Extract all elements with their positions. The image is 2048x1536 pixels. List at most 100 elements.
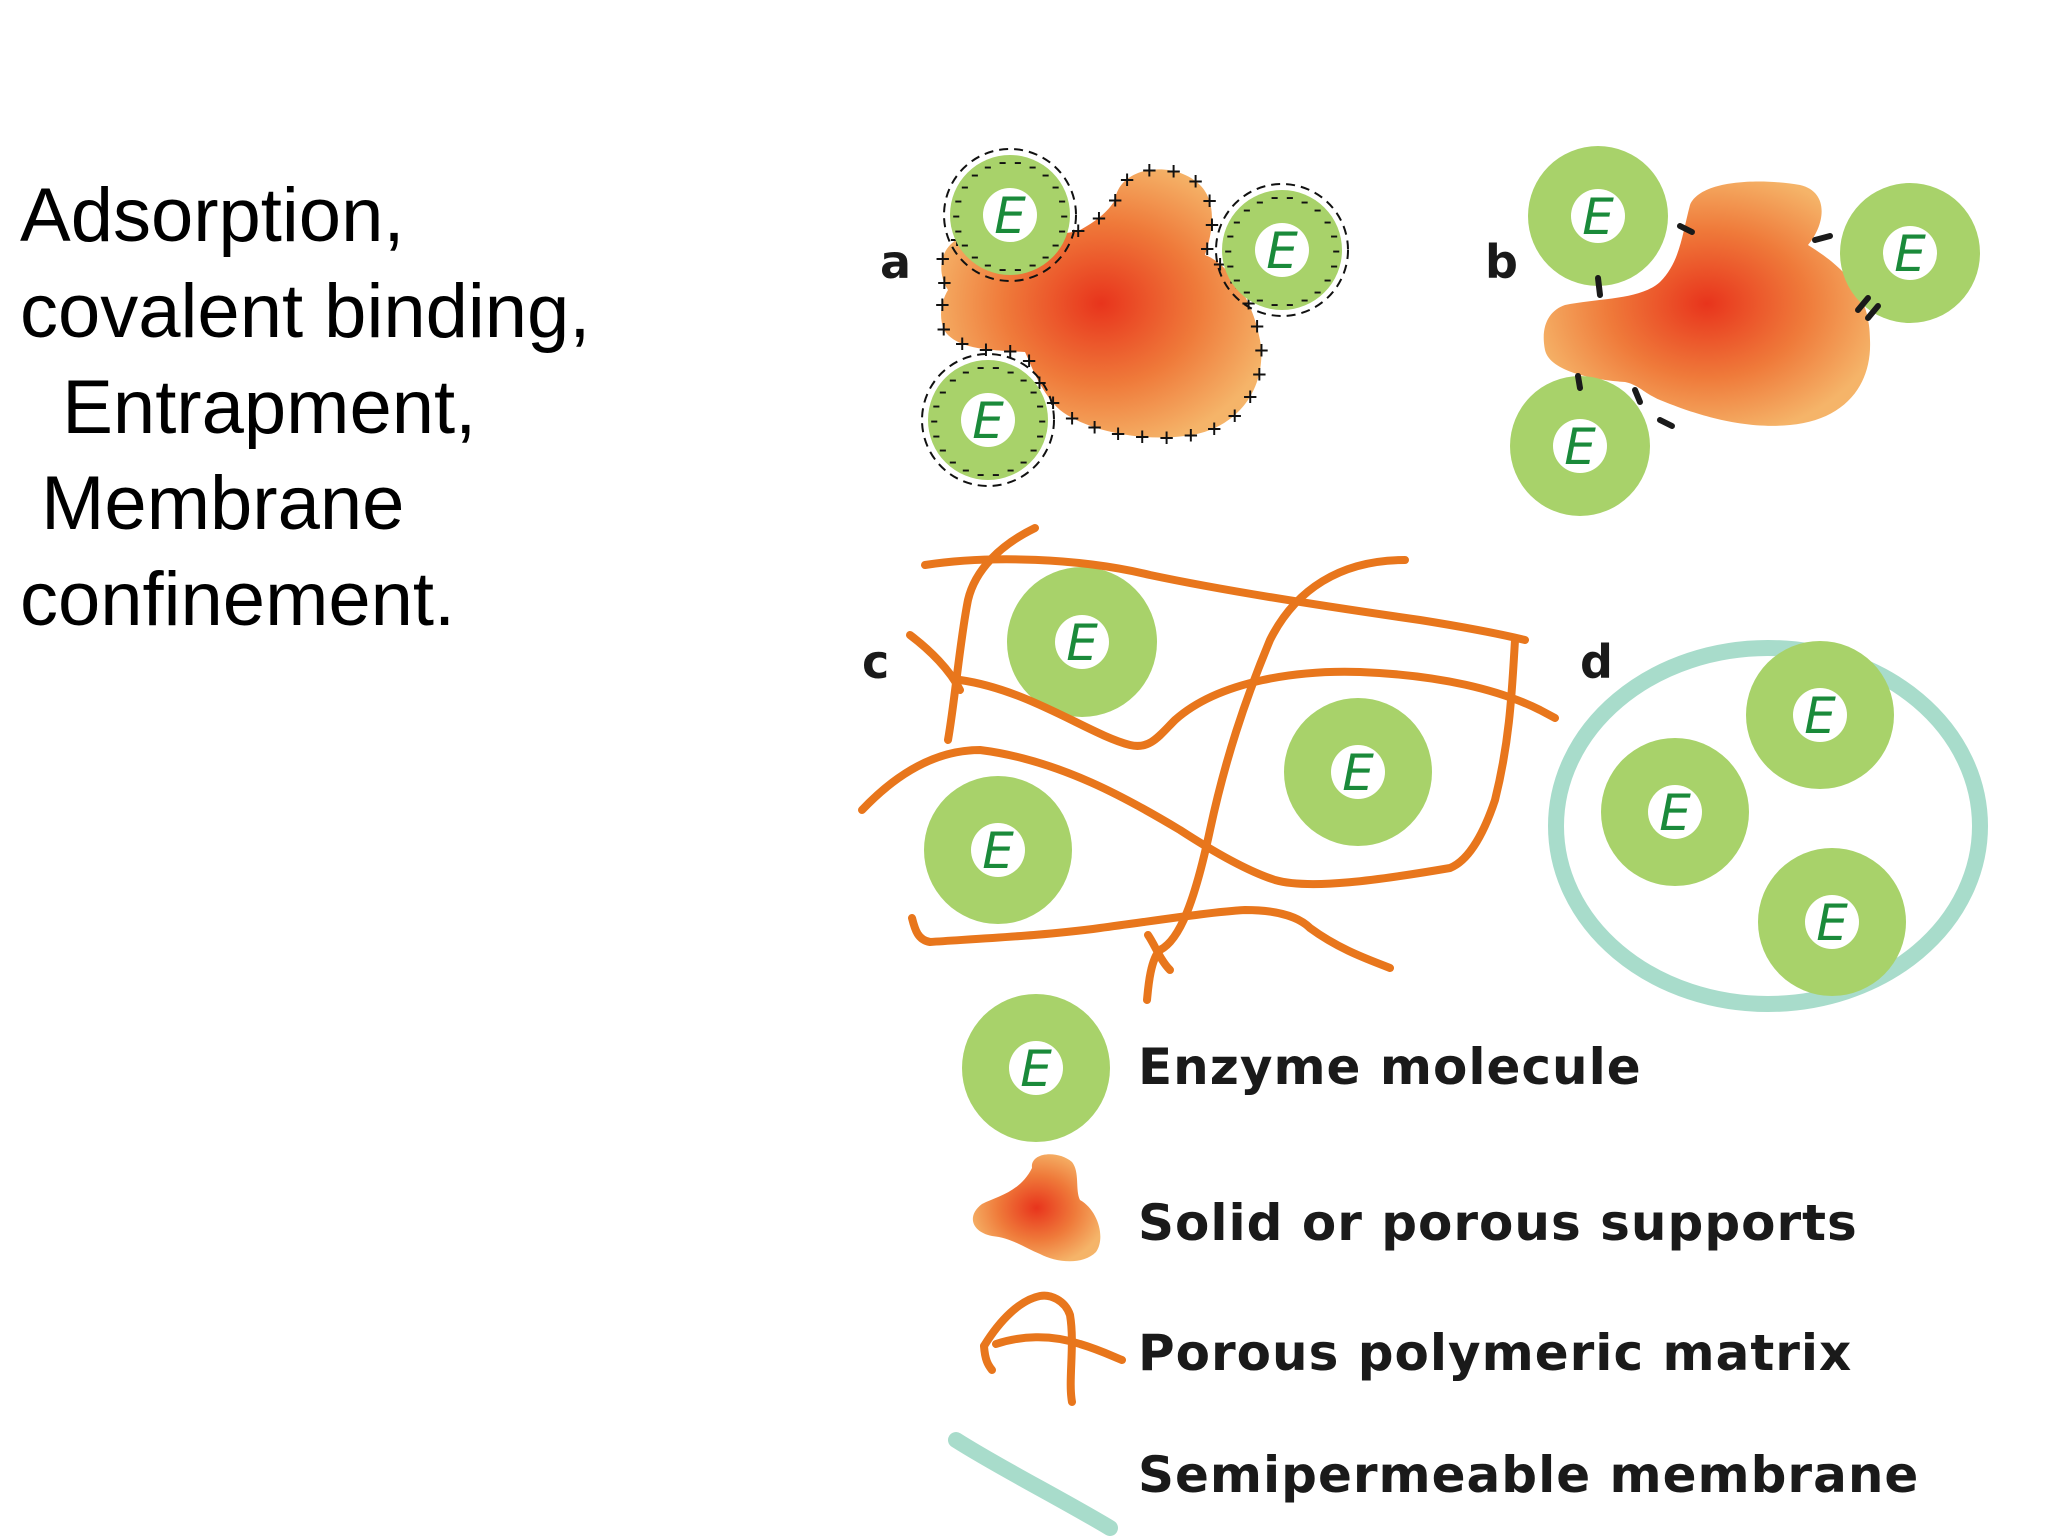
panel-d-membrane-confinement: d E E E	[1548, 635, 1988, 1012]
negative-charge: -	[1055, 186, 1069, 214]
enzyme-letter: E	[1816, 894, 1848, 952]
legend-label-enzyme: Enzyme molecule	[1138, 1038, 1642, 1096]
positive-charge: +	[1166, 157, 1180, 185]
negative-charge: -	[1011, 254, 1025, 282]
negative-charge: -	[1240, 277, 1254, 305]
slide-text: Adsorption, covalent binding, Entrapment…	[20, 168, 590, 648]
enzyme-letter: E	[1894, 225, 1926, 283]
svg-text:E: E	[1020, 1040, 1052, 1098]
negative-charge: -	[1297, 187, 1311, 215]
negative-charge: -	[959, 455, 973, 483]
negative-charge: -	[936, 435, 950, 463]
enzyme-letter: E	[994, 187, 1026, 245]
negative-charge: -	[1221, 236, 1235, 264]
negative-charge: -	[946, 447, 960, 475]
enzyme-letter: E	[1804, 687, 1836, 745]
negative-charge: -	[981, 250, 995, 278]
negative-charge: -	[1033, 421, 1047, 449]
enzyme-c1: E	[1007, 567, 1157, 717]
enzyme-a3: E	[921, 353, 1055, 487]
enzyme-a2: E	[1215, 183, 1349, 317]
text-line-adsorption: Adsorption,	[20, 173, 405, 258]
negative-charge: -	[1283, 289, 1297, 317]
positive-charge: +	[937, 315, 951, 343]
polymeric-matrix-c	[858, 524, 1559, 1004]
panel-label-c: c	[862, 635, 889, 689]
positive-charge: +	[1111, 419, 1125, 447]
negative-charge: -	[1267, 183, 1281, 211]
negative-charge: -	[1048, 172, 1062, 200]
negative-charge: -	[1057, 201, 1071, 229]
negative-charge: -	[989, 353, 1003, 381]
negative-charge: -	[936, 377, 950, 405]
legend-support-icon	[972, 1154, 1101, 1262]
enzyme-b1: E	[1528, 146, 1668, 286]
positive-charge: +	[935, 245, 949, 273]
panel-a-adsorption: a ++++++++++++++++++++++++++++++++++++++…	[880, 148, 1349, 487]
panel-c-entrapment: c E E E	[858, 524, 1559, 1004]
negative-charge: -	[1016, 365, 1030, 393]
solid-support-b	[1543, 181, 1871, 426]
panel-b-covalent-binding: b E E E	[1485, 146, 1980, 516]
legend-membrane-icon	[948, 1432, 1118, 1536]
enzyme-c3: E	[924, 776, 1072, 924]
negative-charge: -	[946, 365, 960, 393]
negative-charge: -	[951, 216, 965, 244]
positive-charge: +	[1188, 167, 1202, 195]
positive-charge: +	[1254, 336, 1268, 364]
positive-charge: +	[1207, 414, 1221, 442]
negative-charge: -	[1327, 221, 1341, 249]
text-line-confinement: confinement.	[20, 557, 456, 642]
legend-matrix-icon	[980, 1291, 1126, 1406]
enzyme-letter: E	[1266, 222, 1298, 280]
text-line-entrapment: Entrapment,	[20, 365, 477, 450]
negative-charge: -	[949, 201, 963, 229]
negative-charge: -	[1038, 160, 1052, 188]
positive-charge: +	[1003, 337, 1017, 365]
positive-charge: +	[1159, 423, 1173, 451]
covalent-bonds-b	[1575, 223, 1881, 429]
negative-charge: -	[958, 230, 972, 258]
text-line-covalent-binding: covalent binding,	[20, 269, 591, 354]
negative-charge: -	[1310, 195, 1324, 223]
positive-charge: +	[1227, 401, 1241, 429]
negative-charge: -	[927, 406, 941, 434]
negative-charge: -	[1329, 236, 1343, 264]
positive-charge: +	[1087, 413, 1101, 441]
legend-item-support: Solid or porous supports	[972, 1154, 1857, 1262]
negative-charge: -	[973, 353, 987, 381]
enzyme-letter: E	[1582, 188, 1614, 246]
negative-charge: -	[1048, 230, 1062, 258]
negative-charge: -	[989, 459, 1003, 487]
legend-item-membrane: Semipermeable membrane	[948, 1432, 1919, 1536]
enzyme-b2: E	[1840, 183, 1980, 323]
positive-charge: +	[1046, 389, 1060, 417]
panel-label-d: d	[1580, 635, 1613, 689]
positive-charge: +	[1022, 347, 1036, 375]
positive-charge: +	[1202, 186, 1216, 214]
legend-label-matrix: Porous polymeric matrix	[1138, 1324, 1852, 1382]
enzyme-letter: E	[1066, 614, 1098, 672]
negative-charge: -	[1038, 242, 1052, 270]
negative-charge: -	[1230, 265, 1244, 293]
enzyme-d2: E	[1601, 738, 1749, 886]
legend-item-enzyme: E Enzyme molecule	[962, 994, 1642, 1142]
positive-charge: +	[1108, 186, 1122, 214]
legend: E Enzyme molecule Solid or porous suppor…	[948, 994, 1919, 1536]
positive-charge: +	[1065, 404, 1079, 432]
negative-charge: -	[1003, 357, 1017, 385]
enzyme-a1: E	[943, 148, 1077, 282]
negative-charge: -	[1253, 285, 1267, 313]
positive-charge: +	[1092, 204, 1106, 232]
negative-charge: -	[1320, 265, 1334, 293]
enzyme-b3: E	[1510, 376, 1650, 516]
negative-charge: -	[958, 172, 972, 200]
negative-charge: -	[1011, 148, 1025, 176]
negative-charge: -	[1240, 195, 1254, 223]
enzyme-letter: E	[982, 822, 1014, 880]
legend-label-membrane: Semipermeable membrane	[1138, 1446, 1919, 1504]
panel-label-a: a	[880, 235, 911, 289]
negative-charge: -	[959, 357, 973, 385]
negative-charge: -	[1055, 216, 1069, 244]
